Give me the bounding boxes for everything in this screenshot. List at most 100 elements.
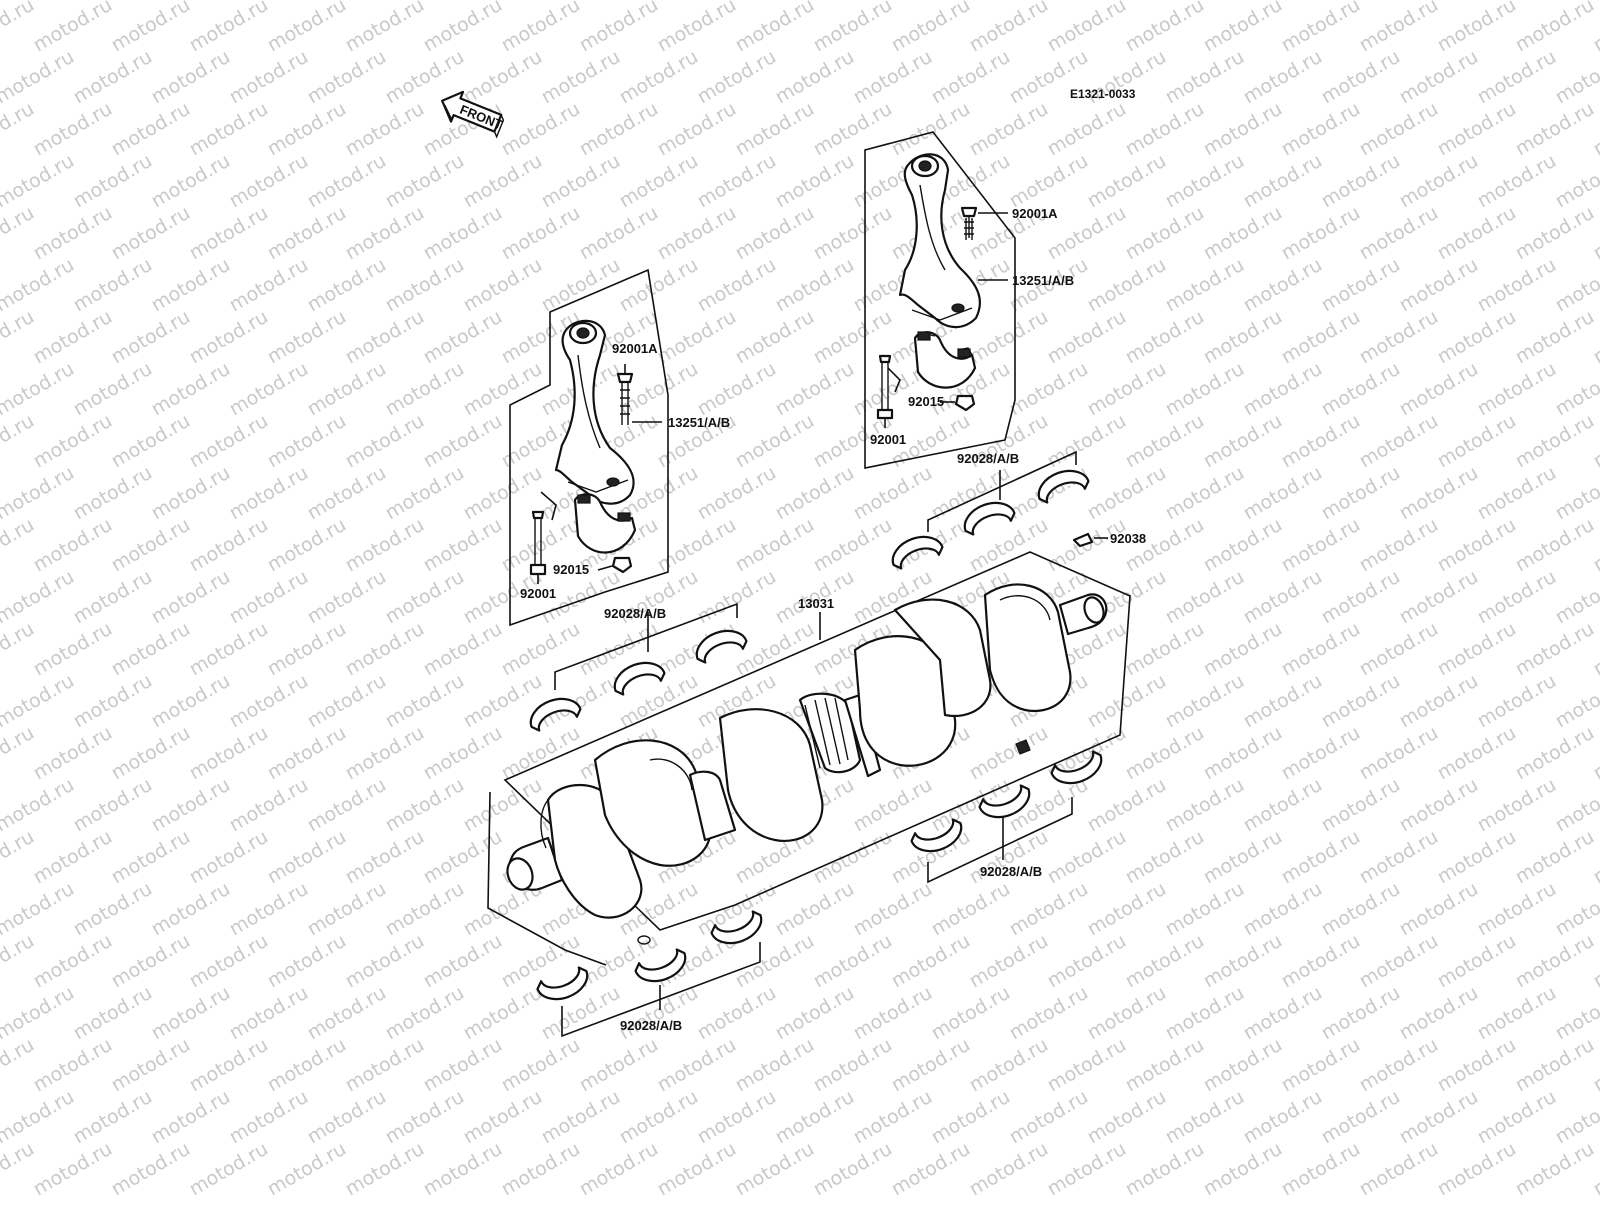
watermark-text: motod.ru bbox=[1122, 1138, 1208, 1200]
watermark-text: motod.ru bbox=[226, 1086, 312, 1149]
watermark-text: motod.ru bbox=[460, 46, 546, 109]
watermark-text: motod.ru bbox=[1278, 98, 1364, 161]
watermark-text: motod.ru bbox=[1162, 878, 1248, 941]
watermark-text: motod.ru bbox=[0, 0, 38, 56]
watermark-text: motod.ru bbox=[1474, 1086, 1560, 1149]
watermark-text: motod.ru bbox=[538, 1086, 624, 1149]
watermark-text: motod.ru bbox=[460, 1086, 546, 1149]
watermark-text: motod.ru bbox=[538, 0, 624, 4]
watermark-text: motod.ru bbox=[1318, 254, 1404, 317]
watermark-text: motod.ru bbox=[226, 254, 312, 317]
watermark-text: motod.ru bbox=[108, 410, 194, 473]
watermark-text: motod.ru bbox=[460, 774, 546, 837]
watermark-text: motod.ru bbox=[1552, 566, 1600, 629]
watermark-text: motod.ru bbox=[1434, 514, 1520, 577]
watermark-text: motod.ru bbox=[966, 930, 1052, 993]
watermark-text: motod.ru bbox=[1474, 150, 1560, 213]
label-right-bolt: 92001 bbox=[870, 432, 906, 447]
watermark-text: motod.ru bbox=[342, 202, 428, 265]
watermark-text: motod.ru bbox=[732, 514, 818, 577]
watermark-text: motod.ru bbox=[420, 930, 506, 993]
watermark-text: motod.ru bbox=[1006, 150, 1092, 213]
watermark-text: motod.ru bbox=[1356, 514, 1442, 577]
watermark-text: motod.ru bbox=[850, 46, 936, 109]
watermark-text: motod.ru bbox=[1044, 98, 1130, 161]
watermark-text: motod.ru bbox=[226, 0, 312, 4]
watermark-text: motod.ru bbox=[1084, 878, 1170, 941]
watermark-text: motod.ru bbox=[1200, 0, 1286, 56]
watermark-text: motod.ru bbox=[1356, 722, 1442, 785]
watermark-text: motod.ru bbox=[654, 98, 740, 161]
watermark-text: motod.ru bbox=[420, 618, 506, 681]
watermark-text: motod.ru bbox=[0, 514, 38, 577]
watermark-text: motod.ru bbox=[0, 1034, 38, 1097]
watermark-text: motod.ru bbox=[1240, 878, 1326, 941]
watermark-text: motod.ru bbox=[1434, 826, 1520, 889]
watermark-text: motod.ru bbox=[928, 46, 1014, 109]
watermark-text: motod.ru bbox=[304, 566, 390, 629]
watermark-text: motod.ru bbox=[186, 98, 272, 161]
watermark-text: motod.ru bbox=[30, 1138, 116, 1200]
label-pin: 92038 bbox=[1110, 531, 1146, 546]
watermark-text: motod.ru bbox=[1162, 358, 1248, 421]
watermark-text: motod.ru bbox=[1512, 930, 1598, 993]
watermark-text: motod.ru bbox=[460, 254, 546, 317]
watermark-text: motod.ru bbox=[888, 1034, 974, 1097]
watermark-text: motod.ru bbox=[498, 98, 584, 161]
watermark-text: motod.ru bbox=[1084, 982, 1170, 1045]
watermark-text: motod.ru bbox=[1434, 930, 1520, 993]
watermark-text: motod.ru bbox=[1240, 254, 1326, 317]
watermark-text: motod.ru bbox=[966, 0, 1052, 56]
watermark-text: motod.ru bbox=[108, 202, 194, 265]
watermark-text: motod.ru bbox=[966, 98, 1052, 161]
watermark-text: motod.ru bbox=[538, 46, 624, 109]
watermark-text: motod.ru bbox=[1318, 1086, 1404, 1149]
watermark-text: motod.ru bbox=[30, 0, 116, 56]
watermark-text: motod.ru bbox=[0, 98, 38, 161]
watermark-text: motod.ru bbox=[1084, 0, 1170, 4]
watermark-text: motod.ru bbox=[1356, 0, 1442, 56]
watermark-text: motod.ru bbox=[1396, 254, 1482, 317]
watermark-text: motod.ru bbox=[342, 1138, 428, 1200]
watermark-text: motod.ru bbox=[772, 150, 858, 213]
watermark-text: motod.ru bbox=[264, 826, 350, 889]
watermark-text: motod.ru bbox=[186, 722, 272, 785]
watermark-text: motod.ru bbox=[226, 774, 312, 837]
watermark-text: motod.ru bbox=[186, 202, 272, 265]
watermark-text: motod.ru bbox=[1474, 254, 1560, 317]
watermark-text: motod.ru bbox=[382, 0, 468, 4]
label-right-rod: 13251/A/B bbox=[1012, 273, 1074, 288]
watermark-text: motod.ru bbox=[1434, 722, 1520, 785]
watermark-text: motod.ru bbox=[498, 722, 584, 785]
watermark-text: motod.ru bbox=[420, 0, 506, 56]
watermark-text: motod.ru bbox=[1084, 254, 1170, 317]
watermark-text: motod.ru bbox=[654, 0, 740, 56]
watermark-text: motod.ru bbox=[1474, 774, 1560, 837]
watermark-text: motod.ru bbox=[304, 358, 390, 421]
watermark-text: motod.ru bbox=[382, 982, 468, 1045]
watermark-text: motod.ru bbox=[1084, 358, 1170, 421]
watermark-text: motod.ru bbox=[1278, 202, 1364, 265]
watermark-text: motod.ru bbox=[1044, 0, 1130, 56]
watermark-text: motod.ru bbox=[30, 202, 116, 265]
watermark-text: motod.ru bbox=[1240, 358, 1326, 421]
watermark-text: motod.ru bbox=[148, 982, 234, 1045]
watermark-text: motod.ru bbox=[1162, 462, 1248, 525]
watermark-text: motod.ru bbox=[30, 722, 116, 785]
watermark-text: motod.ru bbox=[616, 150, 702, 213]
watermark-text: motod.ru bbox=[966, 722, 1052, 785]
watermark-text: motod.ru bbox=[1512, 410, 1598, 473]
watermark-text: motod.ru bbox=[1434, 202, 1520, 265]
watermark-text: motod.ru bbox=[70, 358, 156, 421]
watermark-text: motod.ru bbox=[928, 878, 1014, 941]
watermark-text: motod.ru bbox=[264, 0, 350, 56]
watermark-text: motod.ru bbox=[304, 150, 390, 213]
watermark-text: motod.ru bbox=[226, 46, 312, 109]
watermark-text: motod.ru bbox=[226, 670, 312, 733]
watermark-text: motod.ru bbox=[1084, 670, 1170, 733]
watermark-text: motod.ru bbox=[1512, 306, 1598, 369]
watermark-text: motod.ru bbox=[694, 0, 780, 4]
watermark-text: motod.ru bbox=[1552, 774, 1600, 837]
watermark-text: motod.ru bbox=[1474, 46, 1560, 109]
